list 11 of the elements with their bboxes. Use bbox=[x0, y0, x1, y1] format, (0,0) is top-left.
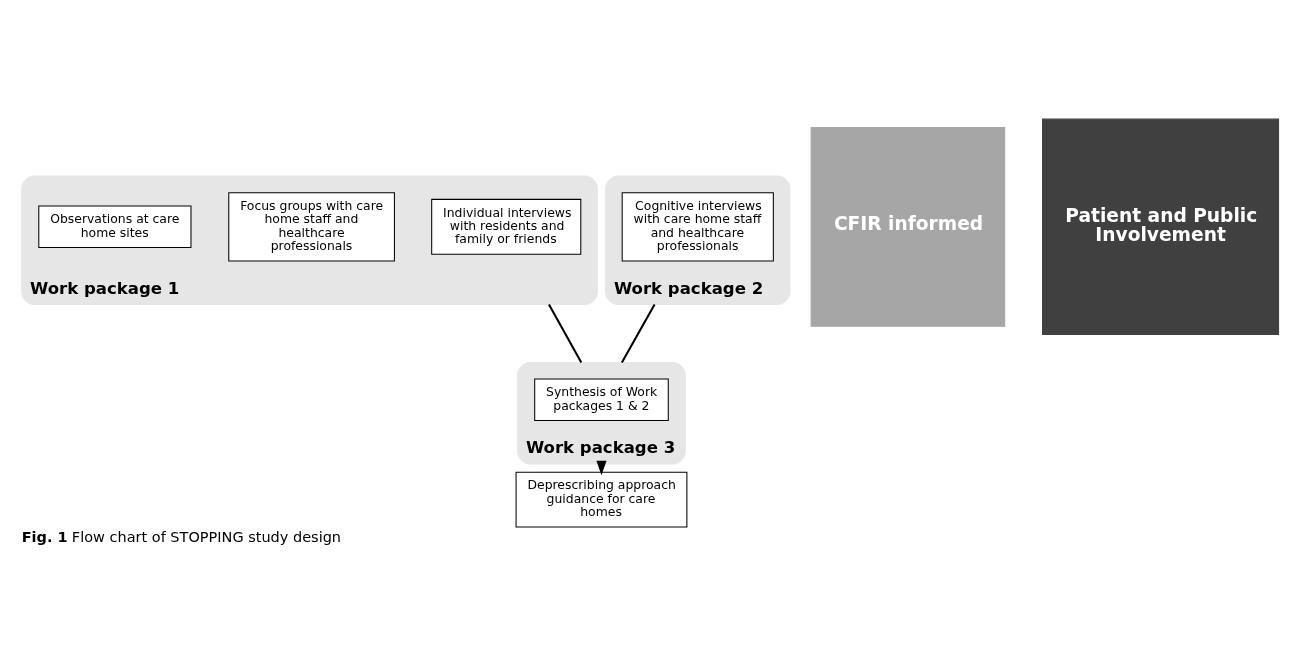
node-box: Synthesis of Work packages 1 & 2 bbox=[534, 378, 669, 421]
node-box: CFIR informed bbox=[810, 126, 1006, 327]
caption: Fig. 1 Flow chart of STOPPING study design bbox=[21, 528, 342, 545]
node-box: Cognitive interviews with care home staff and healthcare professionals bbox=[621, 192, 774, 262]
node-box: Focus groups with care home staff and healthcare professionals bbox=[228, 192, 395, 262]
connector bbox=[548, 303, 583, 363]
node-box: Individual interviews with residents and family or friends bbox=[431, 198, 582, 255]
node-box: Observations at care home sites bbox=[38, 205, 192, 249]
node-box: Deprescribing approach guidance for care homes bbox=[515, 471, 688, 528]
node-box: Patient and Public Involvement bbox=[1042, 118, 1280, 335]
connector bbox=[621, 303, 656, 363]
